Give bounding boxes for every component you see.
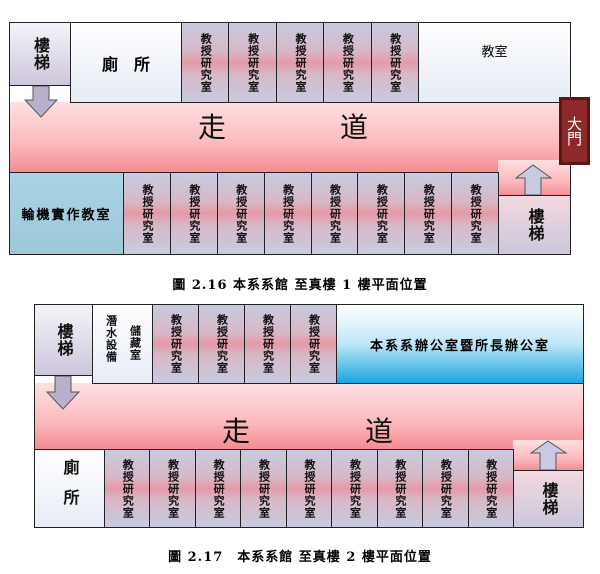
corridor-label: 道 xyxy=(365,415,394,448)
office-room: 教授研究室 xyxy=(376,449,424,528)
office-room: 教授研究室 xyxy=(169,172,218,255)
office-room: 教授研究室 xyxy=(198,304,245,384)
office-label: 教授研究室 xyxy=(439,458,453,519)
office-room: 教授研究室 xyxy=(404,172,453,255)
label: 輪機實作教室 xyxy=(21,208,112,223)
floor2-stairs-left: 樓梯 xyxy=(34,304,93,376)
office-room: 教授研究室 xyxy=(285,449,333,528)
office-room: 教授研究室 xyxy=(263,172,312,255)
office-label: 教授研究室 xyxy=(257,458,271,519)
label: 樓梯 xyxy=(31,37,50,71)
office-label: 教授研究室 xyxy=(484,458,498,519)
floor1-workshop: 輪機實作教室 xyxy=(9,172,124,255)
down-arrow-icon xyxy=(24,86,58,118)
label: 樓梯 xyxy=(525,208,545,242)
floor2-department-office: 本系系辦公室暨所長辦公室 xyxy=(336,304,584,384)
office-room: 教授研究室 xyxy=(228,22,277,103)
office-label: 教授研究室 xyxy=(212,458,226,519)
office-label: 教授研究室 xyxy=(187,183,201,244)
office-label: 教授研究室 xyxy=(199,32,213,93)
floor2-stairs-right: 樓梯 xyxy=(513,470,584,528)
office-room: 教授研究室 xyxy=(357,172,406,255)
office-label: 教授研究室 xyxy=(422,183,436,244)
office-room: 教授研究室 xyxy=(275,22,325,103)
floor2-corridor xyxy=(35,383,583,449)
office-label: 教授研究室 xyxy=(393,458,407,519)
office-room: 教授研究室 xyxy=(370,22,419,103)
office-label: 教授研究室 xyxy=(281,183,295,244)
diving-label: 潛水設備 xyxy=(104,315,118,363)
main-gate: 大門 xyxy=(559,97,590,165)
office-room: 教授研究室 xyxy=(194,449,242,528)
office-label: 教授研究室 xyxy=(234,183,248,244)
down-arrow-icon xyxy=(46,376,80,410)
office-room: 教授研究室 xyxy=(323,22,372,103)
office-room: 教授研究室 xyxy=(104,449,151,528)
floor2-storage: 潛水設備 儲藏室 xyxy=(92,304,153,384)
office-room: 教授研究室 xyxy=(181,22,230,103)
office-label: 教授研究室 xyxy=(341,32,355,93)
corridor-label: 道 xyxy=(340,111,369,144)
corridor-label: 走 xyxy=(222,415,251,448)
office-room: 教授研究室 xyxy=(451,172,499,255)
office-label: 教授研究室 xyxy=(121,458,135,519)
office-room: 教授研究室 xyxy=(422,449,469,528)
office-label: 教授研究室 xyxy=(307,314,321,374)
office-room: 教授研究室 xyxy=(123,172,171,255)
floor1-corridor xyxy=(10,102,570,172)
label: 樓梯 xyxy=(539,482,559,516)
office-room: 教授研究室 xyxy=(331,449,378,528)
label: 廁所 xyxy=(60,458,80,519)
office-label: 教授研究室 xyxy=(261,314,275,374)
office-label: 教授研究室 xyxy=(388,32,402,93)
office-label: 教授研究室 xyxy=(293,32,307,93)
storage-label: 儲藏室 xyxy=(128,325,142,361)
office-label: 教授研究室 xyxy=(246,32,260,93)
office-label: 教授研究室 xyxy=(469,183,483,244)
label: 教室 xyxy=(481,45,508,60)
office-label: 教授研究室 xyxy=(375,183,389,244)
office-label: 教授研究室 xyxy=(169,314,183,374)
office-label: 教授研究室 xyxy=(140,183,154,244)
floor2-caption: 圖 2.17 本系系館 至真樓 2 樓平面位置 xyxy=(168,550,432,565)
office-room: 教授研究室 xyxy=(152,304,199,384)
office-label: 教授研究室 xyxy=(348,458,362,519)
office-room: 教授研究室 xyxy=(149,449,196,528)
up-arrow-icon xyxy=(530,440,568,471)
office-room: 教授研究室 xyxy=(216,172,265,255)
office-room: 教授研究室 xyxy=(290,304,337,384)
label: 大門 xyxy=(565,116,583,146)
office-room: 教授研究室 xyxy=(310,172,359,255)
up-arrow-icon xyxy=(515,164,553,196)
label: 樓梯 xyxy=(54,323,74,357)
floor2-toilet: 廁所 xyxy=(34,449,105,528)
label: 本系系辦公室暨所長辦公室 xyxy=(369,338,550,354)
label: 廁 所 xyxy=(101,54,150,74)
office-room: 教授研究室 xyxy=(240,449,287,528)
corridor-label: 走 xyxy=(198,111,227,144)
floor1-classroom: 教室 xyxy=(418,22,571,103)
office-label: 教授研究室 xyxy=(302,458,316,519)
office-label: 教授研究室 xyxy=(215,314,229,374)
floor1-caption: 圖 2.16 本系系館 至真樓 1 樓平面位置 xyxy=(172,278,428,293)
floor1-stairs-right: 樓梯 xyxy=(498,195,571,255)
office-room: 教授研究室 xyxy=(467,449,514,528)
office-label: 教授研究室 xyxy=(328,183,342,244)
office-room: 教授研究室 xyxy=(244,304,291,384)
floor1-toilet: 廁 所 xyxy=(70,22,182,103)
floor1-stairs-left: 樓梯 xyxy=(9,22,71,86)
office-label: 教授研究室 xyxy=(166,458,180,519)
